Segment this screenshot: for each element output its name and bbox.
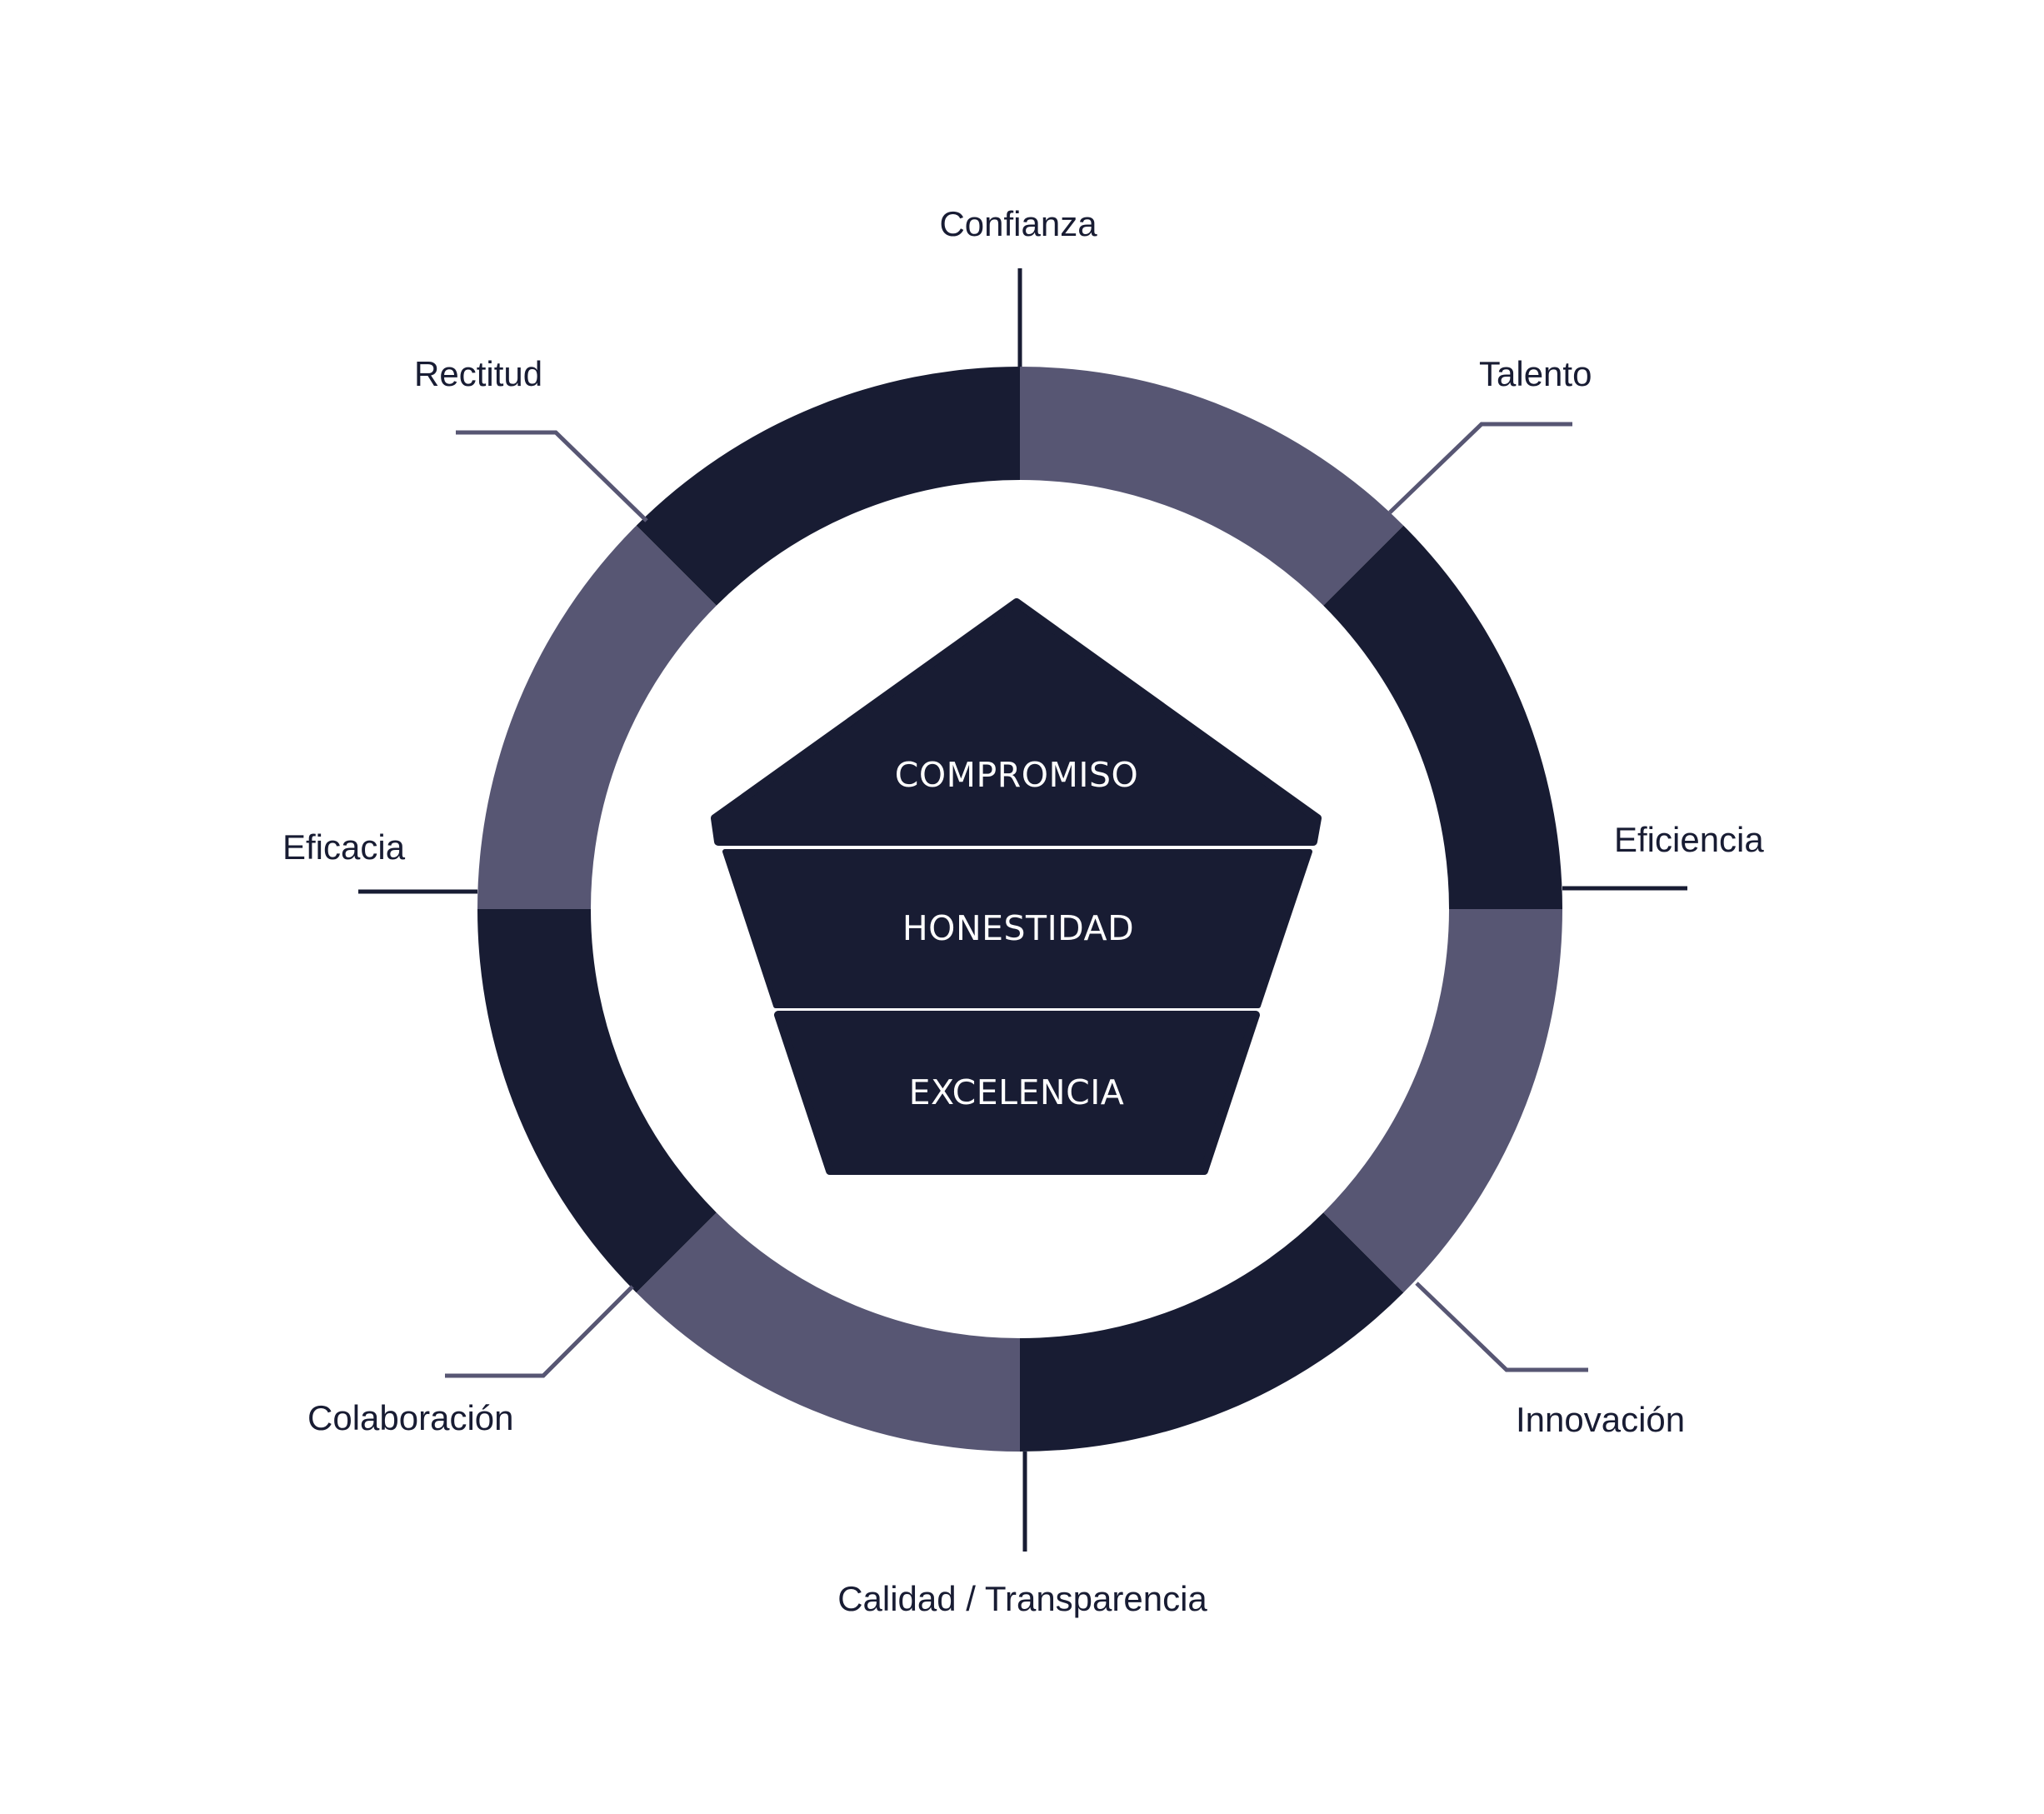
leader-line-talento — [1388, 422, 1572, 514]
leader-line-innovacion — [1415, 1282, 1588, 1372]
ring-segment-rectitud-confianza — [636, 367, 1020, 606]
core-label-compromiso: COMPROMISO — [895, 755, 1139, 795]
ring-segment-innovacion-calidad — [1020, 1212, 1404, 1452]
core-bottom-section — [774, 1011, 1260, 1175]
core-label-honestidad: HONESTIDAD — [902, 908, 1134, 948]
core-label-excelencia: EXCELENCIA — [909, 1072, 1125, 1112]
leader-lines — [358, 268, 1687, 1552]
core-top-section — [711, 598, 1322, 846]
label-confianza: Confianza — [939, 204, 1097, 243]
ring-segment-talento-eficiencia — [1323, 525, 1562, 909]
outer-labels: Confianza Talento Eficiencia Innovación … — [282, 204, 1764, 1618]
ring-segment-eficiencia-innovacion — [1323, 909, 1562, 1293]
leader-line-colaboracion — [445, 1285, 634, 1378]
label-innovacion: Innovación — [1516, 1400, 1685, 1439]
core-pentagon: COMPROMISO HONESTIDAD EXCELENCIA — [711, 598, 1322, 1175]
label-colaboracion: Colaboración — [307, 1398, 514, 1437]
values-ring — [477, 367, 1562, 1452]
ring-segment-calidad-colaboracion — [636, 1212, 1020, 1452]
label-eficiencia: Eficiencia — [1614, 820, 1764, 859]
ring-segment-colaboracion-eficacia — [477, 909, 717, 1293]
label-calidad: Calidad / Transparencia — [837, 1579, 1207, 1618]
leader-line-rectitud — [456, 430, 648, 522]
ring-segment-confianza-talento — [1020, 367, 1404, 606]
ring-segment-eficacia-rectitud — [477, 525, 717, 909]
label-eficacia: Eficacia — [282, 827, 406, 867]
core-middle-section — [722, 849, 1312, 1008]
label-talento: Talento — [1479, 354, 1592, 393]
label-rectitud: Rectitud — [414, 354, 542, 393]
